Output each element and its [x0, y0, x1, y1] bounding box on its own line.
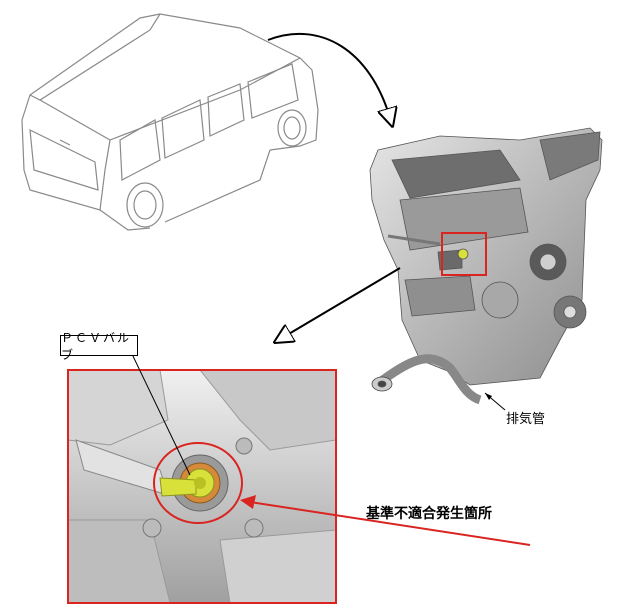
- zoom-detail-panel: [67, 369, 337, 604]
- arrow-car-to-engine: [267, 32, 390, 118]
- pcv-valve-label: ＰＣＶバルブ: [60, 331, 138, 362]
- arrow-engine-to-zoom: [282, 267, 401, 338]
- defect-location-label: 基準不適合発生箇所: [366, 506, 492, 522]
- zoom-panel-frame: [67, 369, 337, 604]
- defect-circle: [153, 442, 243, 524]
- pcv-leader: [131, 353, 191, 476]
- defect-arrow: [249, 501, 531, 546]
- car-illustration: [21, 13, 319, 231]
- exhaust-pipe-label: 排気管: [506, 412, 546, 427]
- engine-highlight-box: [441, 232, 487, 276]
